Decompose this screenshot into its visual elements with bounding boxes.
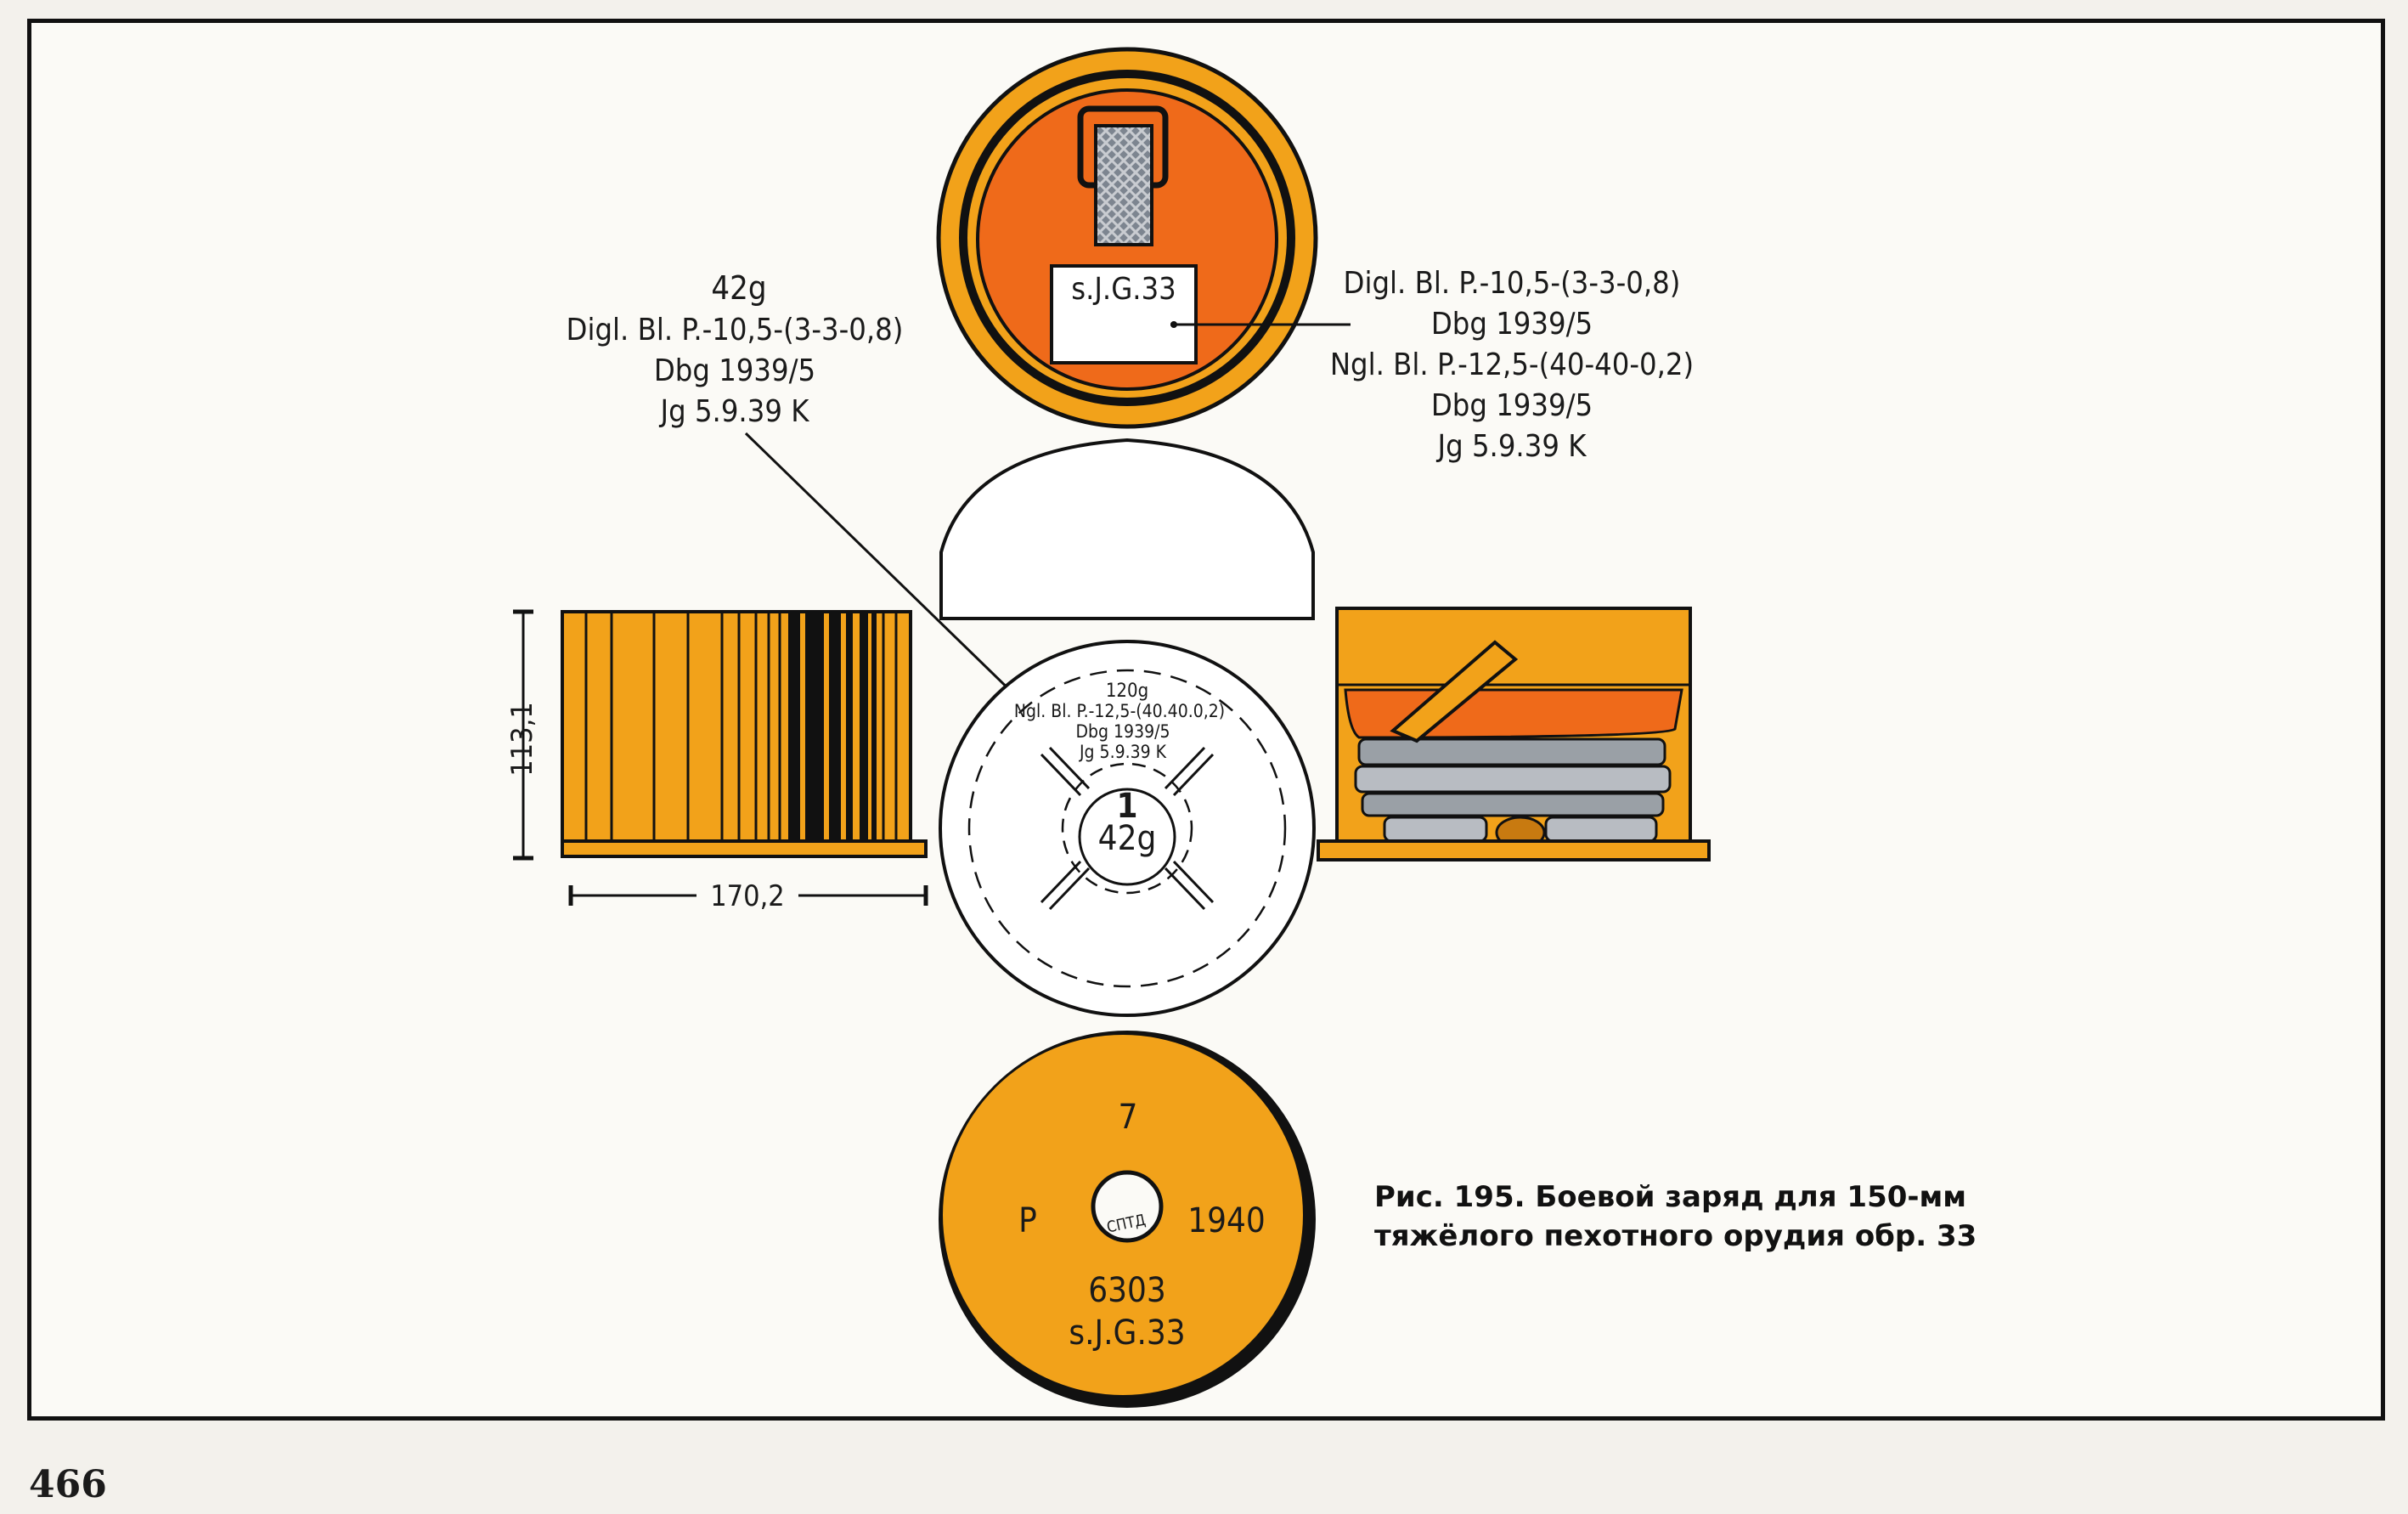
height-dimension: 113,1 xyxy=(505,702,539,777)
center-number: 1 xyxy=(1116,787,1137,826)
cap-top-number: 7 xyxy=(1119,1098,1138,1137)
ring-text-4: Jg 5.9.39 K xyxy=(1079,742,1167,762)
side-view-cylinder: 113,1 170,2 xyxy=(505,609,928,913)
width-dimension: 170,2 xyxy=(710,879,785,913)
caption-line-1: Рис. 195. Боевой заряд для 150-мм xyxy=(1374,1180,1966,1214)
right-callout-line-4: Dbg 1939/5 xyxy=(1431,388,1593,423)
lid-label-text: s.J.G.33 xyxy=(1071,272,1176,307)
cap-right-year: 1940 xyxy=(1187,1201,1266,1240)
bottom-view-charge: 120g Ngl. Bl. P.-12,5-(40.40.0,2) Dbg 19… xyxy=(939,640,1316,1017)
left-callout: 42g Digl. Bl. P.-10,5-(3-3-0,8) Dbg 1939… xyxy=(567,269,1114,792)
left-callout-line-2: Digl. Bl. P.-10,5-(3-3-0,8) xyxy=(567,313,904,347)
dome-outline xyxy=(939,438,1315,620)
igniter-bag-icon xyxy=(1094,124,1153,246)
ring-text-3: Dbg 1939/5 xyxy=(1076,721,1170,742)
left-callout-line-1: 42g xyxy=(711,269,766,307)
cap-left-letter: P xyxy=(1018,1201,1037,1240)
ring-text-2: Ngl. Bl. P.-12,5-(40.40.0,2) xyxy=(1014,701,1225,721)
top-view-lid: s.J.G.33 xyxy=(936,47,1351,429)
cross-section xyxy=(1317,607,1711,862)
left-callout-line-3: Dbg 1939/5 xyxy=(654,353,815,388)
cap-bottom-text: s.J.G.33 xyxy=(1069,1313,1185,1353)
cap-bottom-number: 6303 xyxy=(1088,1271,1166,1310)
lid-label-box xyxy=(1050,264,1198,364)
left-callout-line-4: Jg 5.9.39 K xyxy=(659,394,810,429)
caption-line-2: тяжёлого пехотного орудия обр. 33 xyxy=(1374,1219,1977,1253)
right-callout-line-2: Dbg 1939/5 xyxy=(1431,307,1593,342)
right-callout-line-5: Jg 5.9.39 K xyxy=(1436,429,1587,464)
right-callout: Digl. Bl. P.-10,5-(3-3-0,8) Dbg 1939/5 N… xyxy=(1330,266,1694,464)
right-callout-line-1: Digl. Bl. P.-10,5-(3-3-0,8) xyxy=(1344,266,1681,301)
center-weight: 42g xyxy=(1098,819,1157,858)
primer-icon xyxy=(1091,1170,1164,1243)
base-cap: 7 P 1940 CПТД 6303 s.J.G.33 xyxy=(939,1031,1316,1408)
right-callout-line-3: Ngl. Bl. P.-12,5-(40-40-0,2) xyxy=(1330,347,1694,382)
page-number: 466 xyxy=(29,1463,107,1506)
ring-text-1: 120g xyxy=(1106,681,1148,702)
